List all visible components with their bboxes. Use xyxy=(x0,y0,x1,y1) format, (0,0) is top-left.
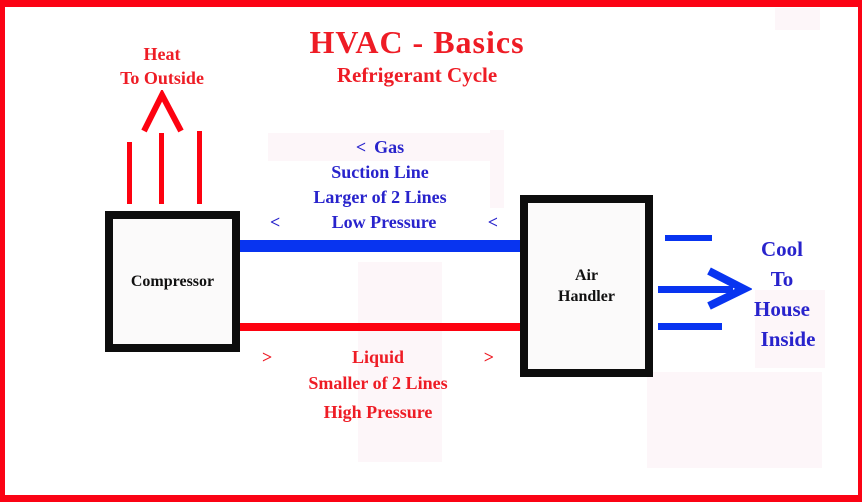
liquid-label-size: Smaller of 2 Lines xyxy=(308,373,448,393)
background-tint-panel xyxy=(775,8,820,30)
air-handler-label-line2: Handler xyxy=(558,288,615,305)
heat-rise-line xyxy=(197,131,202,204)
suction-label-size: Larger of 2 Lines xyxy=(313,187,447,207)
suction-label-line: Suction Line xyxy=(331,162,429,182)
heat-to-outside-label: Heat To Outside xyxy=(82,42,242,90)
liquid-label-pressure: High Pressure xyxy=(323,402,433,422)
right-chevron: > xyxy=(262,347,273,367)
background-tint-panel xyxy=(268,133,498,161)
air-handler-label-line1: Air xyxy=(574,267,599,284)
liquid-line-pipe xyxy=(240,323,520,331)
airflow-dash xyxy=(665,235,712,241)
cool-label-line2: To xyxy=(770,267,794,291)
suction-label-gas: < Gas xyxy=(355,137,405,157)
frame-border-right xyxy=(858,0,862,502)
background-tint-panel xyxy=(647,372,822,468)
cool-label-line3: House xyxy=(753,297,810,321)
background-tint-panel xyxy=(490,130,504,208)
compressor-label: Compressor xyxy=(130,273,215,290)
frame-border-left xyxy=(0,0,5,502)
suction-label-pressure: < Low Pressure < xyxy=(270,212,498,232)
right-chevron: > xyxy=(483,347,494,367)
air-handler-label: Air Handler xyxy=(558,265,615,307)
heat-label-line1: Heat xyxy=(143,44,181,64)
heat-label-line2: To Outside xyxy=(120,68,204,88)
heat-rise-line xyxy=(159,133,164,204)
page-title: HVAC - Basics xyxy=(309,24,525,60)
suction-line-pipe xyxy=(240,240,520,252)
compressor-box: Compressor xyxy=(105,211,240,352)
cool-label-line4: Inside xyxy=(760,327,816,351)
cool-to-house-label: Cool To House Inside xyxy=(727,234,837,354)
left-chevron: < xyxy=(355,137,367,157)
heat-rise-line xyxy=(127,142,132,204)
frame-border-bottom xyxy=(0,495,862,502)
cool-label-line1: Cool xyxy=(761,237,803,261)
heat-up-arrow-icon xyxy=(141,90,184,133)
air-handler-box: Air Handler xyxy=(520,195,653,377)
airflow-arrow-shaft xyxy=(658,286,733,293)
background-tint-panel xyxy=(755,290,825,368)
left-chevron: < xyxy=(270,212,281,232)
page-subtitle: Refrigerant Cycle xyxy=(336,63,498,87)
background-tint-panel xyxy=(358,262,442,462)
liquid-label-liquid: > Liquid > xyxy=(262,347,494,367)
airflow-dash xyxy=(658,323,722,330)
left-chevron: < xyxy=(487,212,498,232)
frame-border-top xyxy=(4,0,860,7)
airflow-right-arrow-icon xyxy=(707,267,752,310)
